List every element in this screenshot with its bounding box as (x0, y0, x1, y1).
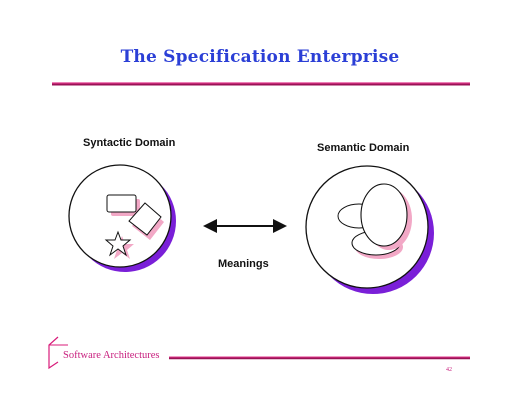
star-icon (104, 230, 132, 257)
syntactic-domain-circle (68, 164, 176, 272)
page-number: 42 (446, 367, 452, 373)
large-ellipse-icon (360, 183, 408, 247)
semantic-domain-circle (305, 165, 434, 294)
slide-title: The Specification Enterprise (120, 47, 400, 67)
diamond-icon (128, 202, 162, 236)
meanings-label: Meanings (218, 258, 269, 270)
semantic-domain-label: Semantic Domain (317, 142, 410, 154)
rectangle-icon (106, 194, 137, 213)
double-arrow-icon (203, 219, 287, 233)
footer-course-title: Software Architectures (63, 350, 160, 361)
footer-logo-mark (48, 336, 68, 370)
syntactic-domain-label: Syntactic Domain (83, 137, 176, 149)
